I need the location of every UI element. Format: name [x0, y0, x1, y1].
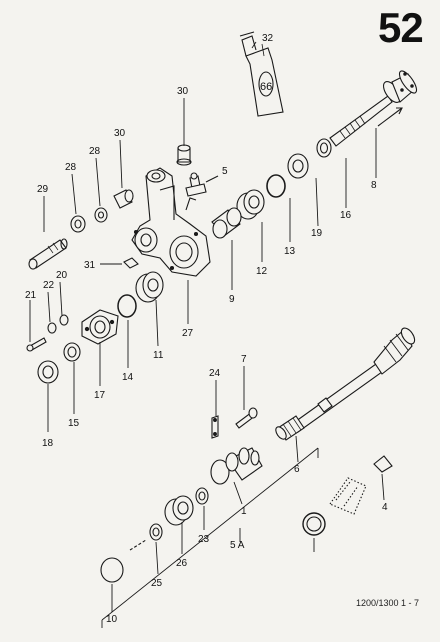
grease-nipple-5-part: [185, 172, 219, 197]
ring-25-part: [149, 523, 163, 541]
footer-code: 1200/1300 1 - 7: [356, 598, 420, 608]
callout-31: 31: [84, 260, 96, 271]
spring-washer-20-part: [59, 314, 69, 326]
callout-12: 12: [256, 266, 268, 277]
drive-housing-27-part: [131, 167, 211, 277]
lower-drive-shaft-part: [275, 327, 416, 441]
callout-15: 15: [68, 418, 80, 429]
bearing-26-part: [164, 495, 194, 526]
callout-28-b: 28: [65, 162, 77, 173]
upper-drive-shaft-part: [329, 70, 418, 147]
callout-28-a: 28: [89, 146, 101, 157]
sleeve-9-part: [211, 207, 242, 239]
bearing-18-part: [37, 360, 59, 384]
callout-25: 25: [151, 578, 163, 589]
callout-13: 13: [284, 246, 296, 257]
cap-10-part: [100, 539, 147, 583]
washer-28-b-part: [94, 207, 108, 223]
ring-13-part: [266, 174, 286, 198]
callout-6: 6: [294, 464, 300, 475]
flange-17-part: [81, 309, 119, 345]
callout-24: 24: [209, 368, 221, 379]
tube-label: 66: [260, 81, 272, 93]
bracket-24-part: [211, 415, 219, 439]
callout-17: 17: [94, 390, 106, 401]
washer-28-a-part: [70, 215, 86, 233]
page-number: 52: [378, 4, 424, 51]
callout-30-lower: 30: [114, 128, 126, 139]
washer-22-part: [47, 322, 57, 334]
clamp-part: [302, 512, 326, 536]
bolt-7-part: [235, 407, 258, 429]
seal-15-part: [63, 342, 81, 362]
shaft-29-part: [28, 238, 68, 270]
callout-32: 32: [262, 33, 274, 44]
ring-23-part: [195, 487, 209, 505]
callout-22: 22: [43, 280, 55, 291]
bearing-16-part: [316, 138, 332, 158]
bush-30-lower-part: [113, 189, 134, 209]
callout-9: 9: [229, 294, 235, 305]
callout-27: 27: [182, 328, 194, 339]
callout-19: 19: [311, 228, 323, 239]
callout-5a: 5 A: [230, 540, 245, 551]
callout-18: 18: [42, 438, 54, 449]
callout-29: 29: [37, 184, 49, 195]
callout-labels: 32 30 30 28 28 29 5 8 16 19 13 12 9 27 3…: [25, 33, 388, 625]
callout-10: 10: [106, 614, 118, 625]
leader-lines: [29, 41, 385, 612]
callout-26: 26: [176, 558, 188, 569]
grease-tube-part: 66: [239, 31, 284, 117]
callout-1: 1: [241, 506, 247, 517]
boot-4-part: [373, 455, 393, 473]
cv-boot-1-part: [210, 447, 263, 485]
callout-30-upper: 30: [177, 86, 189, 97]
callout-21: 21: [25, 290, 37, 301]
callout-8: 8: [371, 180, 377, 191]
bush-30-upper-part: [176, 144, 192, 166]
callout-7: 7: [241, 354, 247, 365]
bolt-21-part: [26, 337, 47, 352]
callout-16: 16: [340, 210, 352, 221]
circlip-14-part: [117, 294, 137, 318]
callout-20: 20: [56, 270, 68, 281]
bearing-11-part: [135, 271, 164, 303]
callout-23: 23: [198, 534, 210, 545]
clip-31-part: [100, 257, 139, 269]
assembly-bracket-lines: [101, 447, 319, 628]
boot-dotted-part: [329, 477, 367, 515]
callout-14: 14: [122, 372, 134, 383]
callout-4: 4: [382, 502, 388, 513]
bearing-12-part: [236, 189, 265, 220]
callout-5: 5: [222, 166, 228, 177]
bearing-19-part: [287, 153, 309, 179]
callout-11: 11: [153, 350, 164, 361]
